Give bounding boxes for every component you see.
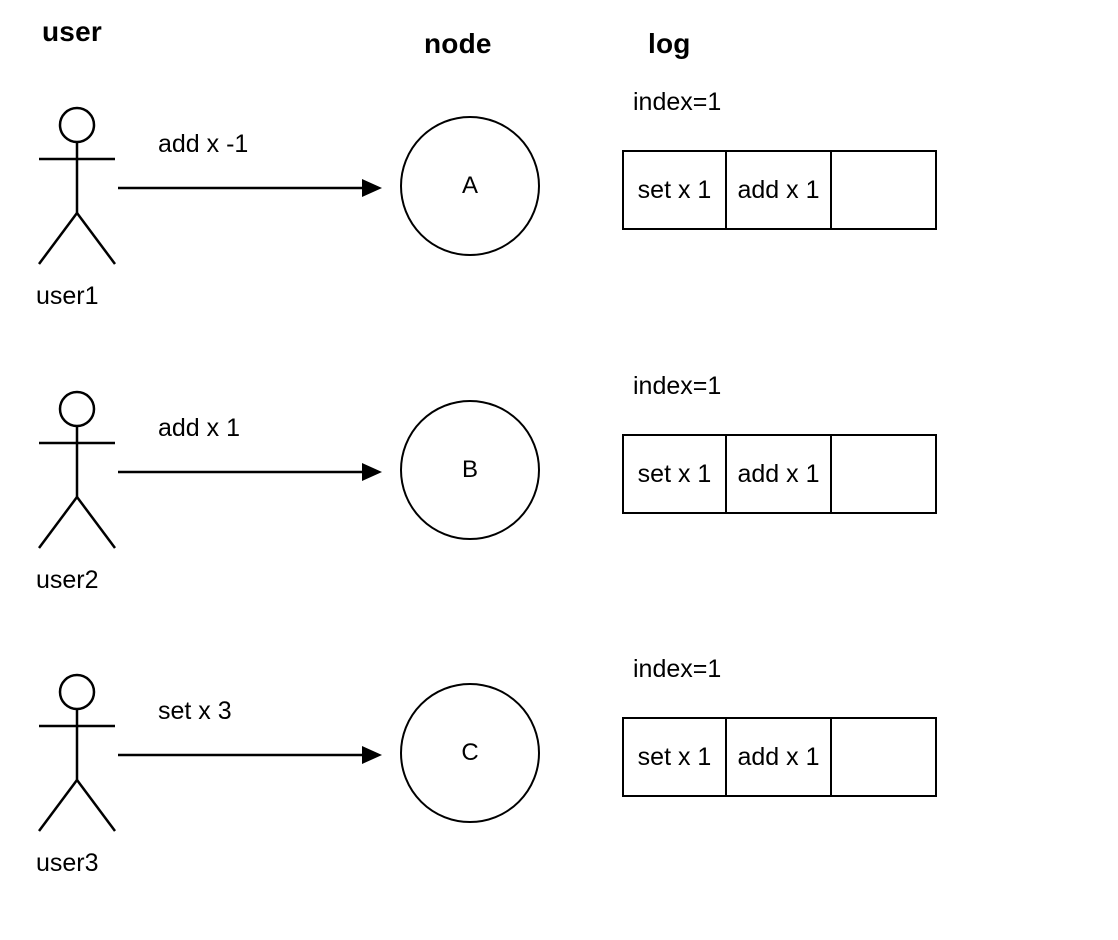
- figure-left-leg: [37, 496, 79, 549]
- user-label: user3: [36, 849, 99, 877]
- node-label: C: [461, 739, 479, 766]
- figure-head: [58, 390, 96, 428]
- log-index-label: index=1: [633, 655, 722, 683]
- figure-left-leg: [37, 779, 79, 832]
- log-table: set x 1 add x 1: [622, 717, 937, 797]
- log-cell: set x 1: [622, 434, 727, 514]
- log-cell-empty: [832, 717, 937, 797]
- column-header-node: node: [424, 28, 492, 59]
- log-index-label: index=1: [633, 88, 722, 116]
- message-label: add x 1: [158, 414, 241, 442]
- arrow-icon: [118, 746, 382, 764]
- diagram-row: user1 add x -1 A index=1 set x 1 add x 1: [0, 88, 1118, 373]
- node-circle: A: [400, 116, 540, 256]
- diagram-canvas: user node log user1 add x -1 A index=1 s…: [0, 16, 1118, 877]
- diagram-row: user2 add x 1 B index=1 set x 1 add x 1: [0, 372, 1118, 657]
- arrow-head: [362, 179, 382, 197]
- stick-figure-icon: [37, 673, 117, 832]
- log-cell: set x 1: [622, 717, 727, 797]
- message-label: add x -1: [158, 130, 249, 158]
- arrow-head: [362, 746, 382, 764]
- log-table: set x 1 add x 1: [622, 434, 937, 514]
- node-label: B: [461, 456, 478, 483]
- node-circle: C: [400, 683, 540, 823]
- log-cell-empty: [832, 150, 937, 230]
- message-label: set x 3: [158, 697, 232, 725]
- stick-figure-icon: [37, 106, 117, 265]
- figure-right-leg: [75, 212, 117, 265]
- user-label: user1: [36, 282, 99, 310]
- diagram-row: user3 set x 3 C index=1 set x 1 add x 1: [0, 655, 1118, 940]
- log-cell: add x 1: [727, 434, 832, 514]
- log-cell: add x 1: [727, 150, 832, 230]
- node-label: A: [461, 172, 478, 199]
- arrow-head: [362, 463, 382, 481]
- arrow-icon: [118, 463, 382, 481]
- log-index-label: index=1: [633, 372, 722, 400]
- figure-head: [58, 673, 96, 711]
- log-cell-empty: [832, 434, 937, 514]
- log-cell: set x 1: [622, 150, 727, 230]
- arrow-icon: [118, 179, 382, 197]
- stick-figure-icon: [37, 390, 117, 549]
- column-header-user: user: [42, 16, 102, 47]
- user-label: user2: [36, 566, 99, 594]
- figure-head: [58, 106, 96, 144]
- column-header-log: log: [648, 28, 691, 59]
- figure-left-leg: [37, 212, 79, 265]
- node-circle: B: [400, 400, 540, 540]
- figure-right-leg: [75, 496, 117, 549]
- log-table: set x 1 add x 1: [622, 150, 937, 230]
- log-cell: add x 1: [727, 717, 832, 797]
- figure-right-leg: [75, 779, 117, 832]
